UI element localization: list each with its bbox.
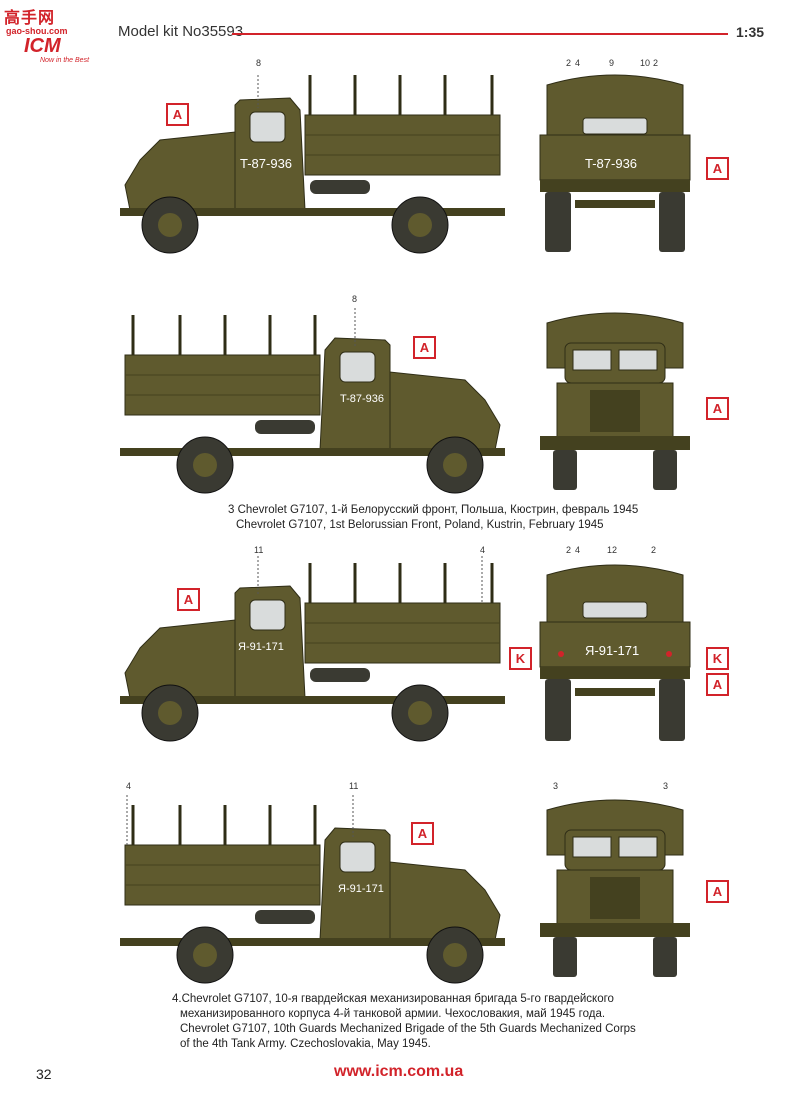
plate-text: Я-91-171 <box>338 883 384 895</box>
callout-number: 10 <box>640 58 651 68</box>
callout-number: 2 <box>566 58 572 68</box>
callout-number: 4 <box>575 545 581 555</box>
callout-number: 12 <box>607 545 618 555</box>
callout-number: 2 <box>651 545 657 555</box>
callout-number: 2 <box>566 545 572 555</box>
caption-scheme-4-ru-line2: механизированного корпуса 4-й танковой а… <box>180 1008 606 1020</box>
truck-side-view-1: T-87-936 <box>120 75 505 254</box>
callout-number: 11 <box>349 781 359 791</box>
logo-chinese-text: 高手网 <box>4 10 56 27</box>
plate-text: T-87-936 <box>585 156 637 171</box>
logo-site-text: gao-shou.com <box>6 26 68 36</box>
marking-a: A <box>411 822 434 845</box>
marking-a: A <box>706 673 729 696</box>
truck-rear-view-1: T-87-936 <box>539 74 691 252</box>
truck-body <box>120 75 505 254</box>
truck-front-view-2 <box>540 312 690 490</box>
plate-text: T-87-936 <box>340 393 384 405</box>
scale-label: 1:35 <box>736 24 765 40</box>
marking-a: A <box>166 103 189 126</box>
marking-a: A <box>177 588 200 611</box>
callout-number: 2 <box>653 58 659 68</box>
marking-k: K <box>509 647 532 670</box>
caption-scheme-4-ru-line1: 4.Chevrolet G7107, 10-я гвардейская меха… <box>172 993 614 1005</box>
marking-a: A <box>413 336 436 359</box>
plate-text: Я-91-171 <box>238 641 284 653</box>
marking-a: A <box>706 880 729 903</box>
callout-number: 8 <box>352 294 358 304</box>
marking-k: K <box>706 647 729 670</box>
truck-front-view-4 <box>540 799 690 977</box>
page-title: Model kit No35593 <box>118 23 244 40</box>
callout-number: 4 <box>126 781 132 791</box>
website-link[interactable]: www.icm.com.ua <box>334 1063 464 1080</box>
callout-number: 8 <box>256 58 262 68</box>
caption-scheme-4-en-line1: Chevrolet G7107, 10th Guards Mechanized … <box>180 1023 636 1035</box>
callout-number: 4 <box>480 545 486 555</box>
truck-side-view-3: Я-91-171 <box>120 556 505 742</box>
caption-scheme-4-en-line2: of the 4th Tank Army. Czechoslovakia, Ma… <box>180 1038 431 1050</box>
callout-number: 3 <box>553 781 559 791</box>
callout-number: 4 <box>575 58 581 68</box>
header-divider <box>232 33 728 35</box>
callout-number: 11 <box>254 545 264 555</box>
callout-number: 9 <box>609 58 615 68</box>
page-number: 32 <box>36 1066 52 1082</box>
plate-text: T-87-936 <box>240 156 292 171</box>
marking-a: A <box>706 397 729 420</box>
truck-rear-view-3: Я-91-171 <box>539 564 691 741</box>
callout-number: 3 <box>663 781 669 791</box>
caption-scheme-3-en: Chevrolet G7107, 1st Belorussian Front, … <box>236 519 604 531</box>
plate-text: Я-91-171 <box>585 643 639 658</box>
truck-side-view-4: Я-91-171 <box>120 795 505 984</box>
logo-slogan: Now in the Best <box>40 57 90 64</box>
marking-a: A <box>706 157 729 180</box>
caption-scheme-3-ru: 3 Chevrolet G7107, 1-й Белорусский фронт… <box>228 504 639 516</box>
truck-side-view-2: T-87-936 <box>120 308 505 494</box>
logo-brand: ICM <box>24 35 61 57</box>
